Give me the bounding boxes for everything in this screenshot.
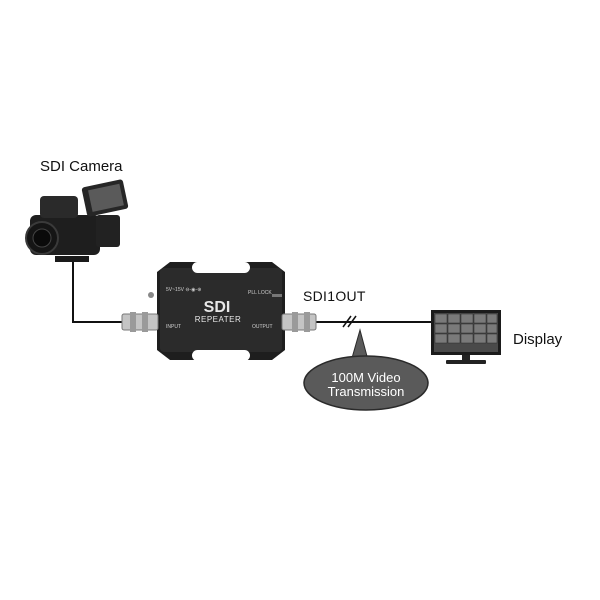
output-bnc-connector bbox=[281, 312, 317, 332]
camera-label: SDI Camera bbox=[40, 158, 123, 175]
device-model: REPEATER bbox=[194, 315, 242, 324]
device-brand: SDI bbox=[203, 299, 231, 316]
transmission-callout bbox=[303, 328, 429, 411]
device-output-label: OUTPUT bbox=[252, 324, 273, 330]
output-label: SDI1OUT bbox=[303, 288, 366, 304]
cable-break-marks bbox=[342, 315, 357, 328]
display-monitor-icon bbox=[431, 310, 501, 364]
device-input-label: INPUT bbox=[166, 324, 181, 330]
device-pll-label: PLL LOCK bbox=[248, 290, 272, 296]
cable-camera-to-repeater bbox=[72, 262, 123, 323]
callout-line-2: Transmission bbox=[327, 384, 405, 399]
sdi-camera-icon bbox=[25, 179, 129, 262]
sdi-repeater-device bbox=[148, 262, 285, 361]
device-power-label: 5V~15V ⊖-◉-⊕ bbox=[166, 287, 202, 293]
callout-line-1: 100M Video bbox=[331, 370, 401, 385]
input-bnc-connector bbox=[121, 312, 159, 332]
callout-text: 100M Video Transmission bbox=[306, 371, 426, 399]
display-label: Display bbox=[513, 331, 563, 348]
